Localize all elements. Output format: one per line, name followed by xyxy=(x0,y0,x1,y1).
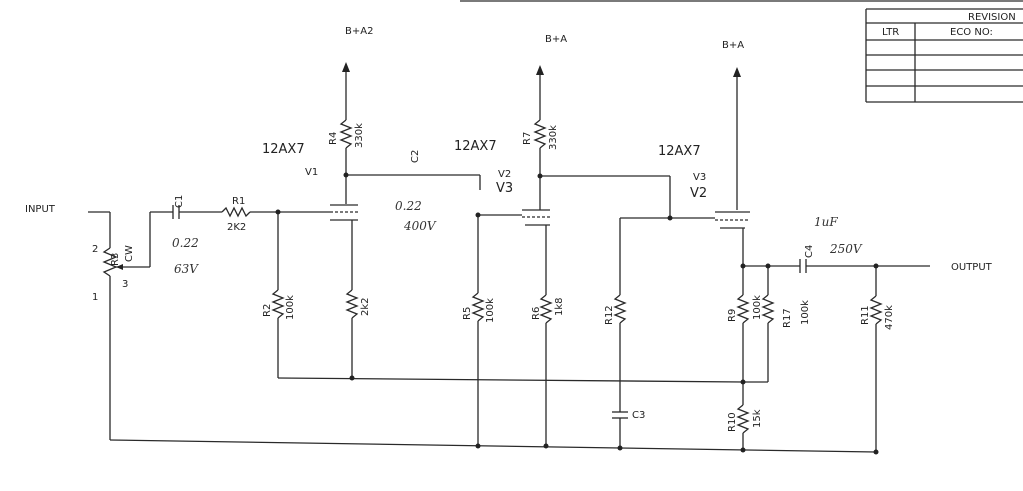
r2-value: 100k xyxy=(285,295,296,320)
r17-label: R17 xyxy=(782,308,793,328)
junction-dots xyxy=(275,172,879,455)
c1-voltage: 63V xyxy=(174,262,199,276)
c4-value: 1uF xyxy=(814,215,838,229)
c2-label: C2 xyxy=(410,150,421,163)
r4-value: 330k xyxy=(354,123,365,148)
r4-label: R4 xyxy=(328,132,339,145)
c1-value: 0.22 xyxy=(172,236,199,250)
v3-ref: V3 xyxy=(693,172,706,183)
c4-voltage: 250V xyxy=(829,242,863,256)
rail-v3-arrow xyxy=(733,67,741,77)
revision-col-ltr: LTR xyxy=(882,27,899,38)
c2-value: 0.22 xyxy=(395,199,422,213)
pot-r3: R3 2 1 3 CW xyxy=(92,244,150,440)
r10-label: R10 xyxy=(727,412,738,432)
v1-ref: V1 xyxy=(305,167,318,178)
pot-ref: R3 xyxy=(110,253,121,266)
c2-voltage: 400V xyxy=(403,219,437,233)
r5-label: R5 xyxy=(462,307,473,320)
pot-cw: CW xyxy=(124,245,135,262)
pot-pin2: 2 xyxy=(92,244,98,255)
c4-label: C4 xyxy=(804,245,815,258)
rail-v2-label: B+A xyxy=(545,34,567,45)
revision-block: REVISION LTR ECO NO: xyxy=(460,0,1023,103)
r11-value: 470k xyxy=(884,305,895,330)
rail-v1-arrow xyxy=(342,62,350,72)
pot-pin1: 1 xyxy=(92,292,98,303)
output-label: OUTPUT xyxy=(951,262,993,273)
r9-label: R9 xyxy=(727,309,738,322)
r11-label: R11 xyxy=(860,305,871,325)
v2-type: 12AX7 xyxy=(454,139,497,154)
pot-pin3: 3 xyxy=(122,279,128,290)
rk1-value: 2k2 xyxy=(360,297,371,316)
r9-value: 100k xyxy=(752,295,763,320)
supply-rails: B+A2 B+A B+A xyxy=(342,26,744,210)
c1-label: C1 xyxy=(174,195,185,208)
r6-value: 1k8 xyxy=(554,297,565,316)
c3-label: C3 xyxy=(632,410,645,421)
r12-label: R12 xyxy=(604,305,615,325)
r17-value: 100k xyxy=(800,300,811,325)
v2-ref: V2 xyxy=(498,169,511,180)
r1-label: R1 xyxy=(232,196,245,207)
v2-sub: V3 xyxy=(496,181,513,196)
input-label: INPUT xyxy=(25,204,56,215)
r5-value: 100k xyxy=(485,298,496,323)
rail-v2-arrow xyxy=(536,65,544,75)
r7-label: R7 xyxy=(522,132,533,145)
r1-value: 2K2 xyxy=(227,222,246,233)
rail-v1-label: B+A2 xyxy=(345,26,373,37)
rail-v3-label: B+A xyxy=(722,40,744,51)
revision-title: REVISION xyxy=(968,12,1016,23)
revision-col-eco: ECO NO: xyxy=(950,27,993,38)
v3-sub: V2 xyxy=(690,186,707,201)
r7-value: 330k xyxy=(548,125,559,150)
v3-type: 12AX7 xyxy=(658,144,701,159)
r6-label: R6 xyxy=(531,307,542,320)
r2-label: R2 xyxy=(262,304,273,317)
r10-value: 15k xyxy=(752,409,763,428)
v1-type: 12AX7 xyxy=(262,142,305,157)
